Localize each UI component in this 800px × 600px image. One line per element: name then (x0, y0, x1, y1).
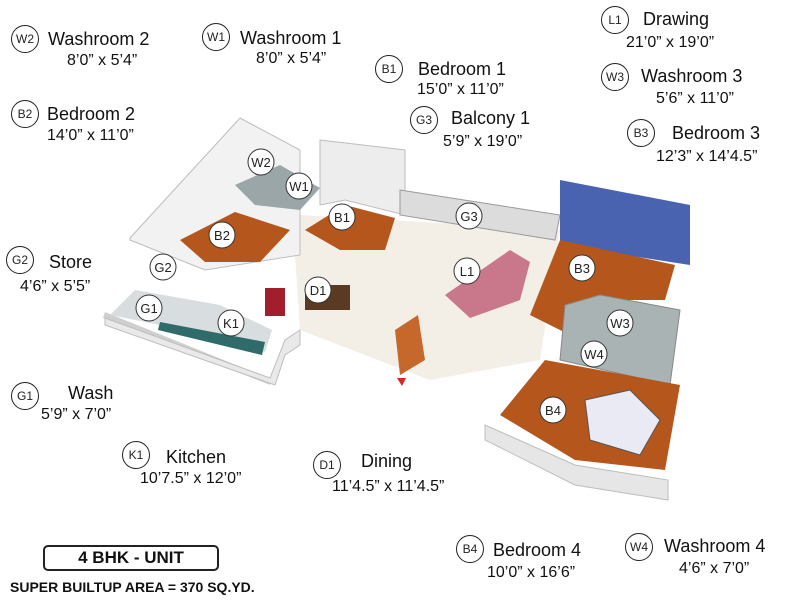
room-size: 5’9” x 19’0” (443, 133, 523, 150)
svg-text:B3: B3 (574, 261, 590, 276)
room-name: Wash (68, 383, 114, 403)
room-code-badge: B2 (11, 100, 39, 128)
plan-marker-g1: G1 (135, 294, 163, 322)
room-code-badge: G2 (6, 246, 34, 274)
super-builtup-area: SUPER BUILTUP AREA = 370 SQ.YD. (10, 579, 255, 595)
room-size: 10’0” x 16’6” (487, 564, 576, 581)
svg-text:B1: B1 (334, 210, 350, 225)
plan-marker-d1: D1 (304, 276, 332, 304)
lower-left-wall (104, 317, 301, 386)
room-name: Kitchen (166, 447, 227, 467)
room-code-badge: G3 (410, 106, 438, 134)
plan-marker-b1: B1 (328, 203, 356, 231)
room-code-badge: K1 (122, 441, 150, 469)
svg-text:G1: G1 (140, 301, 157, 316)
living-sofa (445, 250, 530, 318)
room-code-badge: B4 (456, 535, 484, 563)
svg-text:W4: W4 (584, 347, 604, 362)
room-code-badge: D1 (313, 451, 341, 479)
plan-marker-g3: G3 (455, 202, 483, 230)
svg-text:W1: W1 (289, 179, 309, 194)
room-name: Washroom 1 (240, 28, 342, 48)
plan-marker-b4: B4 (539, 396, 567, 424)
room-size: 15’0” x 11’0” (417, 81, 504, 98)
room-code-badge: W1 (202, 23, 230, 51)
room-name: Dining (361, 451, 413, 471)
plan-marker-b3: B3 (568, 254, 596, 282)
entry-door (395, 315, 425, 375)
room-name: Bedroom 1 (418, 59, 507, 79)
room-size: 10’7.5” x 12’0” (140, 470, 242, 487)
kitchen-fridge (265, 288, 285, 316)
room-code-badge: W3 (601, 63, 629, 91)
svg-text:G2: G2 (154, 260, 171, 275)
room-name: Balcony 1 (451, 108, 531, 128)
room-size: 21’0” x 19’0” (626, 34, 715, 51)
svg-text:W3: W3 (610, 316, 630, 331)
room-size: 12’3” x 14’4.5” (656, 148, 758, 165)
room-size: 8’0” x 5’4” (67, 52, 138, 69)
room-size: 11’4.5” x 11’4.5” (332, 478, 445, 495)
bedroom3-accent-wall (560, 180, 690, 265)
room-code-badge: W2 (11, 25, 39, 53)
room-code-badge: B3 (627, 119, 655, 147)
plan-marker-k1: K1 (217, 309, 245, 337)
bedroom4-wall (484, 424, 669, 501)
room-name: Bedroom 4 (493, 540, 582, 560)
room-size: 4’6” x 7’0” (679, 560, 750, 577)
room-code-badge: B1 (375, 55, 403, 83)
plan-marker-b2: B2 (208, 221, 236, 249)
plan-marker-l1: L1 (453, 257, 481, 285)
bedroom4-bed (584, 389, 661, 456)
svg-text:B4: B4 (545, 403, 561, 418)
room-size: 5’6” x 11’0” (656, 90, 734, 107)
plan-marker-g2: G2 (149, 253, 177, 281)
room-size: 8’0” x 5’4” (256, 50, 327, 67)
room-name: Washroom 4 (664, 536, 766, 556)
room-name: Washroom 3 (641, 66, 743, 86)
svg-text:W2: W2 (251, 155, 271, 170)
room-name: Bedroom 2 (47, 104, 136, 124)
room-code-badge: L1 (601, 6, 629, 34)
svg-text:G3: G3 (460, 209, 477, 224)
bedroom1-wall (319, 139, 406, 216)
room-size: 4’6” x 5’5” (20, 278, 91, 295)
unit-title: 4 BHK - UNIT (43, 545, 219, 571)
svg-text:B2: B2 (214, 228, 230, 243)
plan-marker-w3: W3 (606, 309, 634, 337)
living-floor (295, 215, 560, 380)
entry-marker (397, 378, 406, 386)
room-name: Store (49, 252, 93, 272)
room-code-badge: W4 (625, 533, 653, 561)
svg-text:D1: D1 (310, 283, 327, 298)
room-code-badge: G1 (11, 382, 39, 410)
room-size: 5’9” x 7’0” (41, 406, 112, 423)
room-name: Bedroom 3 (672, 123, 761, 143)
svg-text:L1: L1 (460, 264, 474, 279)
svg-text:K1: K1 (223, 316, 239, 331)
kitchen-counter (158, 322, 265, 355)
room-size: 14’0” x 11’0” (47, 127, 134, 144)
room-name: Drawing (643, 9, 710, 29)
plan-marker-w1: W1 (285, 172, 313, 200)
room-name: Washroom 2 (48, 29, 150, 49)
plan-marker-w4: W4 (580, 340, 608, 368)
plan-marker-w2: W2 (247, 148, 275, 176)
